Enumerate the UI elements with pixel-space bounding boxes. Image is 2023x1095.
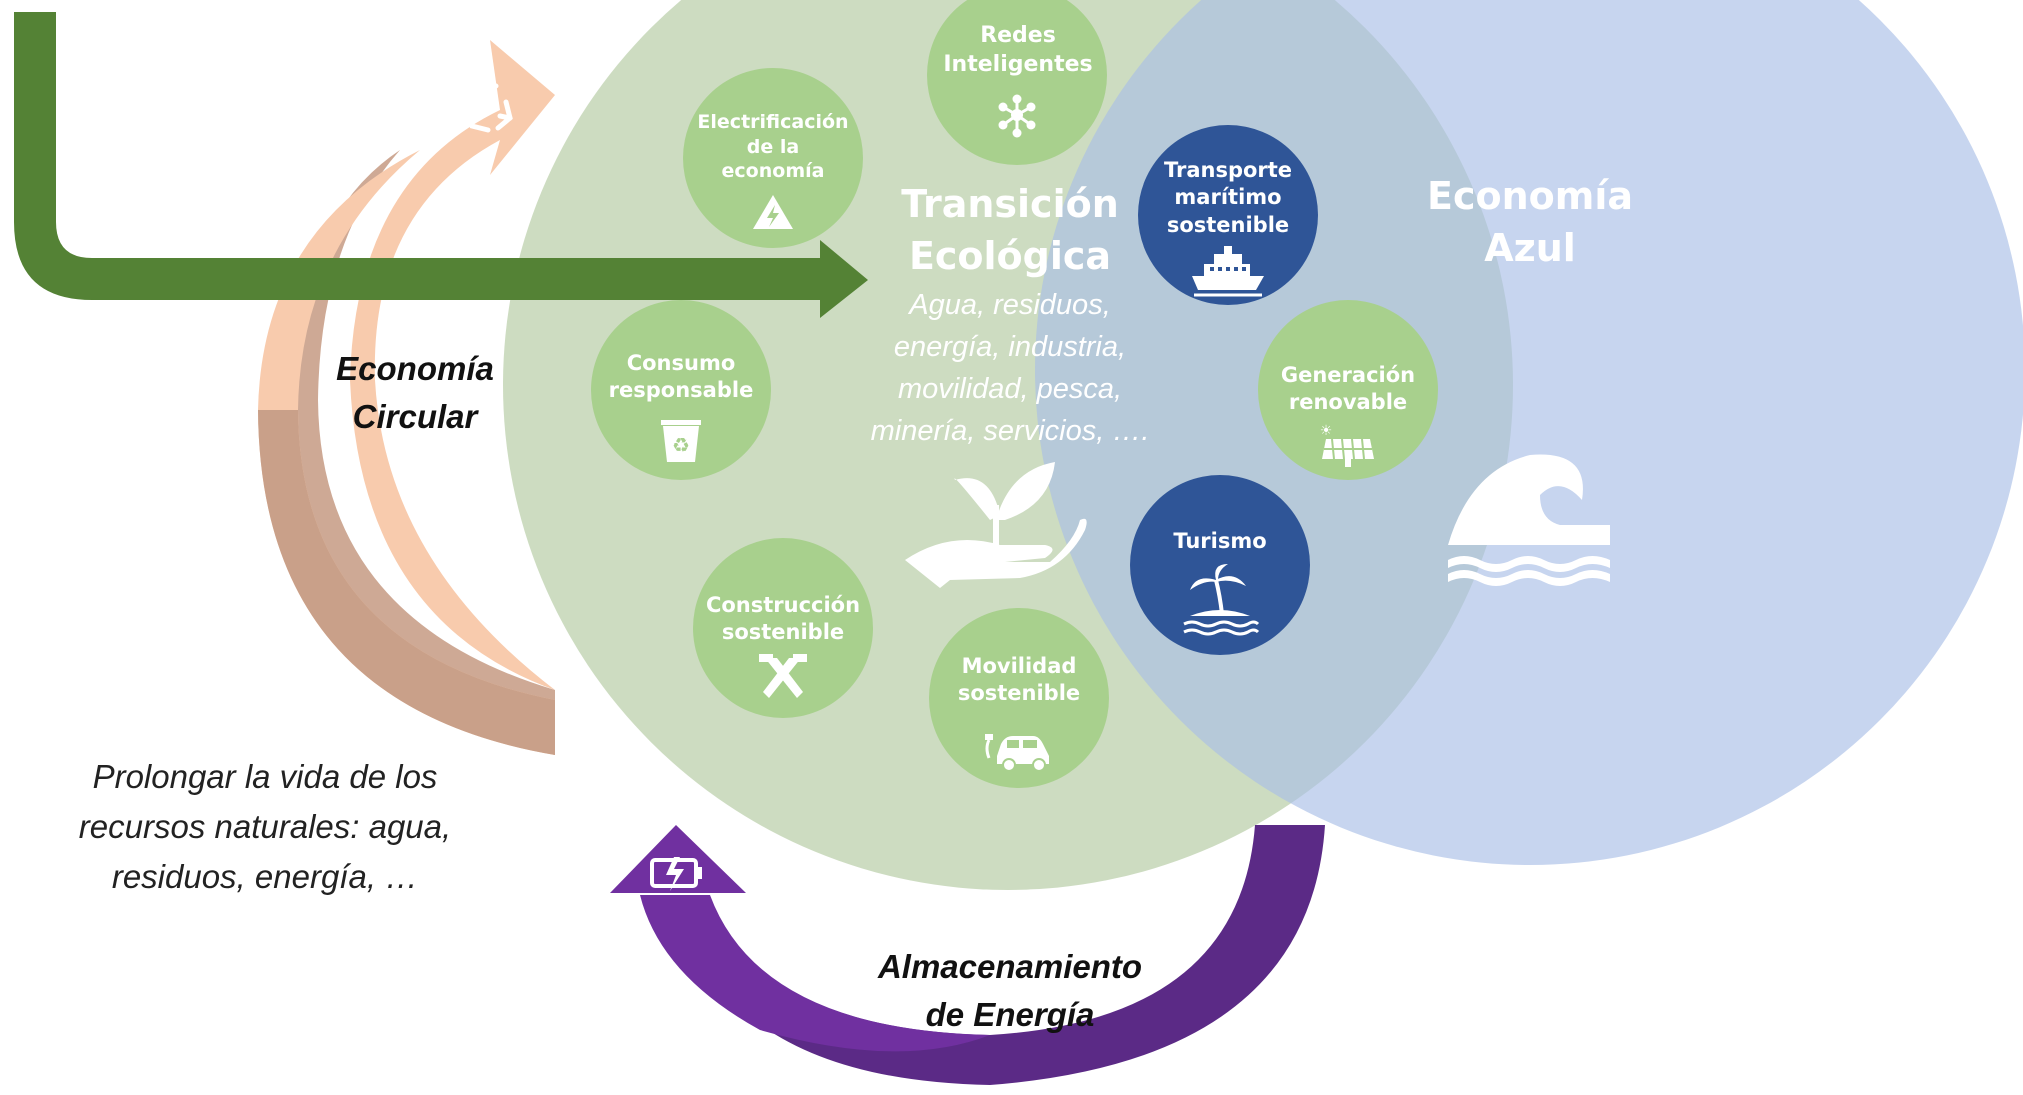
hand-plant-icon [905,462,1087,588]
hammer-tools-icon [759,654,807,698]
wave-icon [1448,454,1610,586]
blue-economy-title: Economía Azul [1426,174,1633,271]
bubble-generacion: ☀ [1258,300,1438,480]
bubble-electrificacion [683,68,863,248]
ecological-subtitle: Agua, residuos, energía, industria, movi… [870,289,1150,448]
electric-car-icon [985,734,1049,772]
island-palm-icon [1183,564,1260,636]
bubble-transporte [1138,125,1318,305]
bubble-construccion [693,538,873,718]
recycle-bin-icon: ♻ [661,420,701,462]
recycle-arrows-icon [463,83,513,133]
bubble-consumo: ♻ [591,300,771,480]
ecological-title: Transición Ecológica [901,182,1119,279]
bubble-turismo [1130,475,1310,655]
battery-charging-icon [650,857,702,891]
bubble-label-electrificacion: Electrificación de la economía [697,111,849,183]
bubble-label-transporte: Transporte marítimo sostenible [1163,158,1293,237]
bubble-redes [927,0,1107,165]
energy-storage-label: Almacenamiento de Energía [877,948,1143,1033]
bubble-label-consumo: Consumo responsable [608,351,754,403]
prolong-resources-text: Prolongar la vida de los recursos natura… [78,758,452,896]
bubble-movilidad [929,608,1109,788]
svg-text:☀: ☀ [1320,423,1333,439]
solar-panel-icon: ☀ [1320,423,1374,467]
green-flow-arrow [14,12,868,318]
bubble-label-turismo: Turismo [1173,529,1267,553]
bubbles-layer: ♻☀ [591,0,1438,788]
bubble-label-movilidad: Movilidad sostenible [957,654,1081,706]
network-icon [998,94,1036,138]
bubble-label-redes: Redes Inteligentes [943,23,1093,77]
ship-icon [1192,246,1264,297]
bubble-label-generacion: Generación renovable [1280,363,1416,415]
svg-text:♻: ♻ [672,433,690,457]
circular-economy-label: Economía Circular [336,350,494,435]
high-voltage-icon [753,195,793,229]
bubble-label-construccion: Construcción sostenible [705,593,861,645]
circular-economy-arrow [258,40,555,755]
